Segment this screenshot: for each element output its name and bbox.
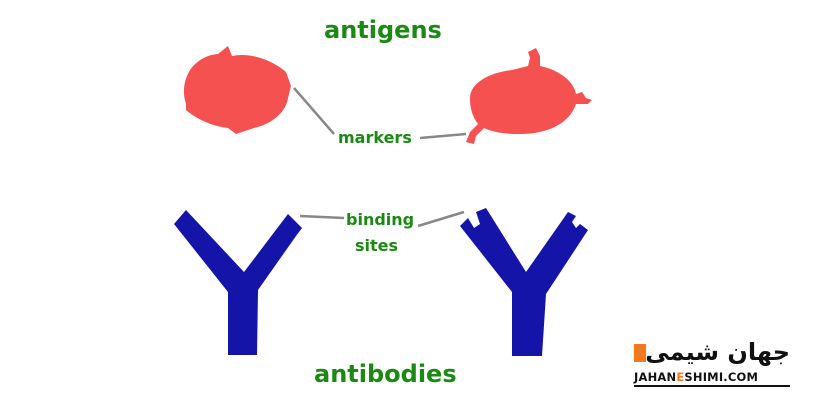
antibodies-title: antibodies bbox=[314, 360, 457, 388]
pointer-binding-right bbox=[418, 212, 464, 226]
binding-sites-label-line1: binding bbox=[346, 210, 414, 229]
antigen-left-body bbox=[184, 46, 291, 134]
binding-sites-label-line2: sites bbox=[355, 236, 398, 255]
pointer-markers-right bbox=[420, 134, 466, 138]
antigen-right bbox=[466, 48, 592, 144]
logo-script-text: جهان شیمی bbox=[645, 338, 790, 366]
antigens-title: antigens bbox=[324, 16, 442, 44]
logo-url-part1: JAHAN bbox=[634, 370, 676, 384]
pointer-binding-left bbox=[300, 216, 344, 218]
markers-label: markers bbox=[338, 128, 412, 147]
antibody-right-body bbox=[460, 208, 588, 356]
antibody-left bbox=[174, 210, 302, 355]
antibody-right bbox=[460, 208, 588, 356]
antibody-left-body bbox=[174, 210, 302, 355]
antigen-left bbox=[184, 46, 291, 134]
logo-underline bbox=[634, 385, 790, 387]
logo-url-part3: SHIMI.COM bbox=[684, 370, 758, 384]
pointer-markers-left bbox=[294, 88, 334, 134]
antigen-right-body bbox=[466, 48, 592, 144]
logo-accent-mark bbox=[634, 344, 646, 362]
logo-url: JAHANESHIMI.COM bbox=[634, 370, 758, 384]
jahaneshimi-logo: جهان شیمی JAHANESHIMI.COM bbox=[632, 338, 792, 390]
pointer-lines bbox=[294, 88, 466, 226]
